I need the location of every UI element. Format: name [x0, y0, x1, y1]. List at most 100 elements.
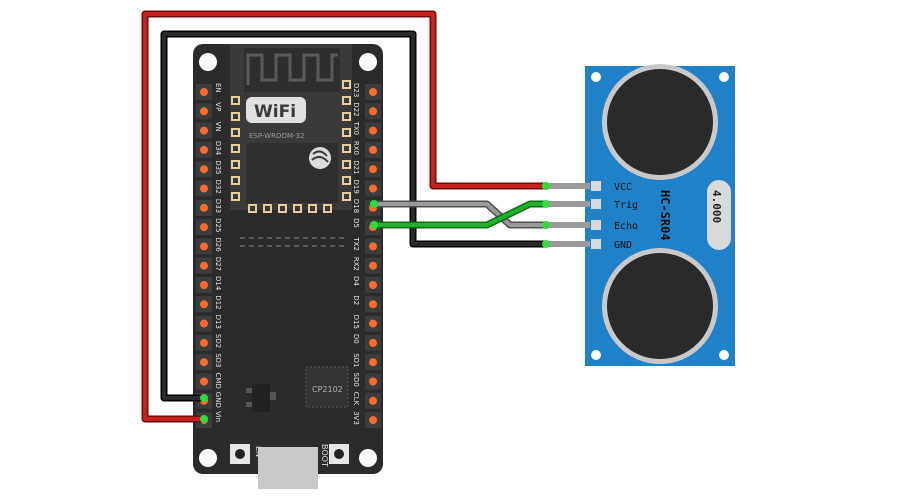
pin-left-sd3[interactable]: SD3 — [196, 353, 222, 371]
sensor-model-label: HC-SR04 — [658, 190, 672, 241]
usb-port — [258, 447, 318, 489]
pin-label: SD2 — [214, 334, 222, 348]
pin-label: D15 — [352, 315, 360, 329]
sensor-pin-label: Echo — [614, 221, 638, 232]
pin-label: Vin — [214, 411, 222, 422]
pin-label: D13 — [214, 315, 222, 329]
pin-label: D21 — [352, 160, 360, 174]
pin-label: D22 — [352, 102, 360, 116]
sensor-pin-gnd[interactable]: GND — [548, 239, 632, 251]
pin-right-d4[interactable]: D4 — [352, 276, 381, 293]
pin-label: SD0 — [352, 373, 360, 387]
chip-label: CP2102 — [312, 385, 343, 394]
wifi-logo: WiFi — [254, 102, 296, 122]
pin-label: D18 — [352, 199, 360, 213]
pin-label: D25 — [214, 218, 222, 232]
receiver-transducer — [602, 248, 718, 364]
right-pin-header: D23D22TX0RX0D21D19D18D5TX2RX2D4D2D15D0SD… — [352, 83, 381, 429]
en-button[interactable] — [230, 444, 250, 464]
pin-left-d12[interactable]: D12 — [196, 295, 222, 313]
module-name: ESP-WROOM-32 — [249, 132, 304, 140]
voltage-regulator — [246, 384, 276, 412]
connection-points — [200, 182, 550, 423]
pin-label: VP — [214, 102, 222, 111]
pin-label: D27 — [214, 257, 222, 271]
pin-right-d19[interactable]: D19 — [352, 180, 381, 197]
boot-button[interactable] — [329, 444, 349, 464]
pin-label: TX0 — [352, 121, 360, 136]
pin-label: TX2 — [352, 236, 360, 251]
pin-label: 3V3 — [352, 411, 360, 425]
pin-left-sd2[interactable]: SD2 — [196, 334, 222, 351]
pin-label: D32 — [214, 180, 222, 194]
pin-label: RX2 — [352, 257, 360, 271]
wroom-module: WiFi ESP-WROOM-32 — [230, 44, 352, 210]
pin-label: D0 — [352, 334, 360, 344]
pin-label: SD1 — [352, 353, 360, 367]
pin-label: D12 — [214, 295, 222, 309]
pin-right-rx0[interactable]: RX0 — [352, 141, 381, 158]
wires — [141, 10, 546, 423]
pin-label: D2 — [352, 295, 360, 305]
pin-left-d32[interactable]: D32 — [196, 180, 222, 197]
pin-right-rx2[interactable]: RX2 — [352, 257, 381, 274]
pin-right-d21[interactable]: D21 — [352, 160, 381, 178]
crystal-oscillator: 4.000 — [707, 180, 731, 250]
pin-label: D4 — [352, 276, 360, 286]
pin-left-d25[interactable]: D25 — [196, 218, 222, 236]
pin-left-d27[interactable]: D27 — [196, 257, 222, 274]
sensor-pin-label: GND — [614, 240, 632, 251]
pin-right-tx2[interactable]: TX2 — [352, 236, 381, 255]
pin-left-d34[interactable]: D34 — [196, 141, 222, 158]
pin-right-sd1[interactable]: SD1 — [352, 353, 381, 371]
pin-label: D26 — [214, 237, 222, 252]
cp2102-chip: CP2102 — [305, 366, 349, 408]
crystal-label: 4.000 — [710, 190, 723, 223]
pin-right-d2[interactable]: D2 — [352, 295, 381, 313]
pin-left-d14[interactable]: D14 — [196, 276, 222, 293]
sensor-pin-vcc[interactable]: VCC — [548, 181, 632, 193]
pin-left-d35[interactable]: D35 — [196, 160, 222, 178]
pin-left-vn[interactable]: VN — [196, 122, 222, 139]
pin-right-d0[interactable]: D0 — [352, 334, 381, 351]
pin-label: D23 — [352, 83, 360, 97]
left-pin-header: EN VP VN D34D35D32D33D25D26D27D14D12D13SD2S… — [196, 83, 222, 429]
pin-label: D34 — [214, 141, 222, 156]
pin-label: D33 — [214, 199, 222, 213]
esp32-board: WiFi ESP-WROOM-32 CP2102 — [193, 44, 383, 489]
pin-right-clk[interactable]: CLK — [352, 392, 381, 409]
pin-label: CLK — [352, 392, 360, 406]
module-pads — [231, 80, 351, 213]
pin-label: CMD — [214, 373, 222, 389]
pin-label: GND — [214, 392, 222, 408]
pin-label: EN — [214, 83, 222, 93]
pin-right-d15[interactable]: D15 — [352, 315, 381, 332]
pin-left-d26[interactable]: D26 — [196, 237, 222, 255]
pin-label: D5 — [352, 218, 360, 228]
pin-left-vp[interactable]: VP — [196, 102, 222, 120]
pin-label: D14 — [214, 276, 222, 291]
sensor-pin-label: VCC — [614, 182, 632, 193]
pin-left-en[interactable]: EN — [196, 83, 222, 100]
pin-label: RX0 — [352, 141, 360, 155]
pin-label: VN — [214, 122, 222, 132]
sensor-pin-trig[interactable]: Trig — [548, 199, 638, 211]
pin-label: D35 — [214, 160, 222, 174]
pin-right-sd0[interactable]: SD0 — [352, 373, 381, 390]
pin-right-tx0[interactable]: TX0 — [352, 121, 381, 139]
sensor-pin-echo[interactable]: Echo — [548, 220, 638, 232]
pin-right-d23[interactable]: D23 — [352, 83, 381, 100]
pin-label: D19 — [352, 180, 360, 194]
pin-right-d22[interactable]: D22 — [352, 102, 381, 120]
pin-label: SD3 — [214, 353, 222, 367]
pin-left-d33[interactable]: D33 — [196, 199, 222, 216]
boot-button-label: BOOT — [320, 444, 329, 467]
sensor-pin-label: Trig — [614, 200, 638, 211]
pin-left-d13[interactable]: D13 — [196, 315, 222, 332]
pin-right-3v3[interactable]: 3V3 — [352, 411, 381, 429]
transmitter-transducer — [602, 64, 718, 180]
pin-left-cmd[interactable]: CMD — [196, 373, 222, 390]
